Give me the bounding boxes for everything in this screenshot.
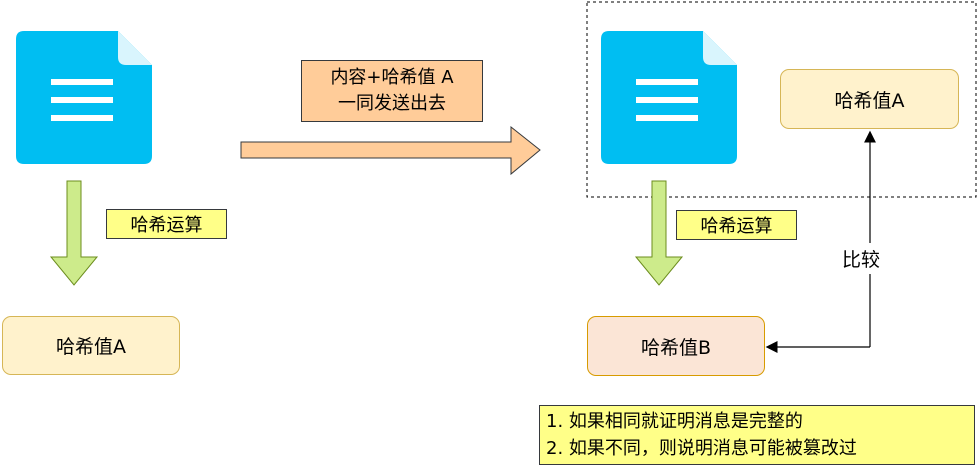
send-label: 内容+哈希值 A 一同发送出去 bbox=[301, 60, 483, 122]
hash-value-a-sender: 哈希值A bbox=[2, 316, 180, 375]
send-label-line1: 内容+哈希值 A bbox=[330, 67, 454, 88]
conclusion-note: 1. 如果相同就证明消息是完整的 2. 如果不同，则说明消息可能被篡改过 bbox=[539, 405, 975, 465]
receiver-container bbox=[586, 1, 977, 198]
document-icon bbox=[16, 31, 152, 164]
hash-op-label-right: 哈希运算 bbox=[676, 210, 797, 240]
note-line-1: 1. 如果相同就证明消息是完整的 bbox=[546, 411, 803, 432]
hash-value-a-received: 哈希值A bbox=[780, 69, 959, 129]
send-label-line2: 一同发送出去 bbox=[338, 93, 446, 114]
document-icon bbox=[601, 31, 737, 164]
send-arrow bbox=[240, 125, 541, 176]
compare-label: 比较 bbox=[840, 243, 883, 274]
hash-op-label-left: 哈希运算 bbox=[106, 209, 227, 239]
hash-down-arrow-left bbox=[49, 180, 99, 286]
hash-down-arrow-right bbox=[634, 180, 684, 286]
note-line-2: 2. 如果不同，则说明消息可能被篡改过 bbox=[546, 438, 857, 459]
hash-value-b-computed: 哈希值B bbox=[587, 316, 765, 376]
